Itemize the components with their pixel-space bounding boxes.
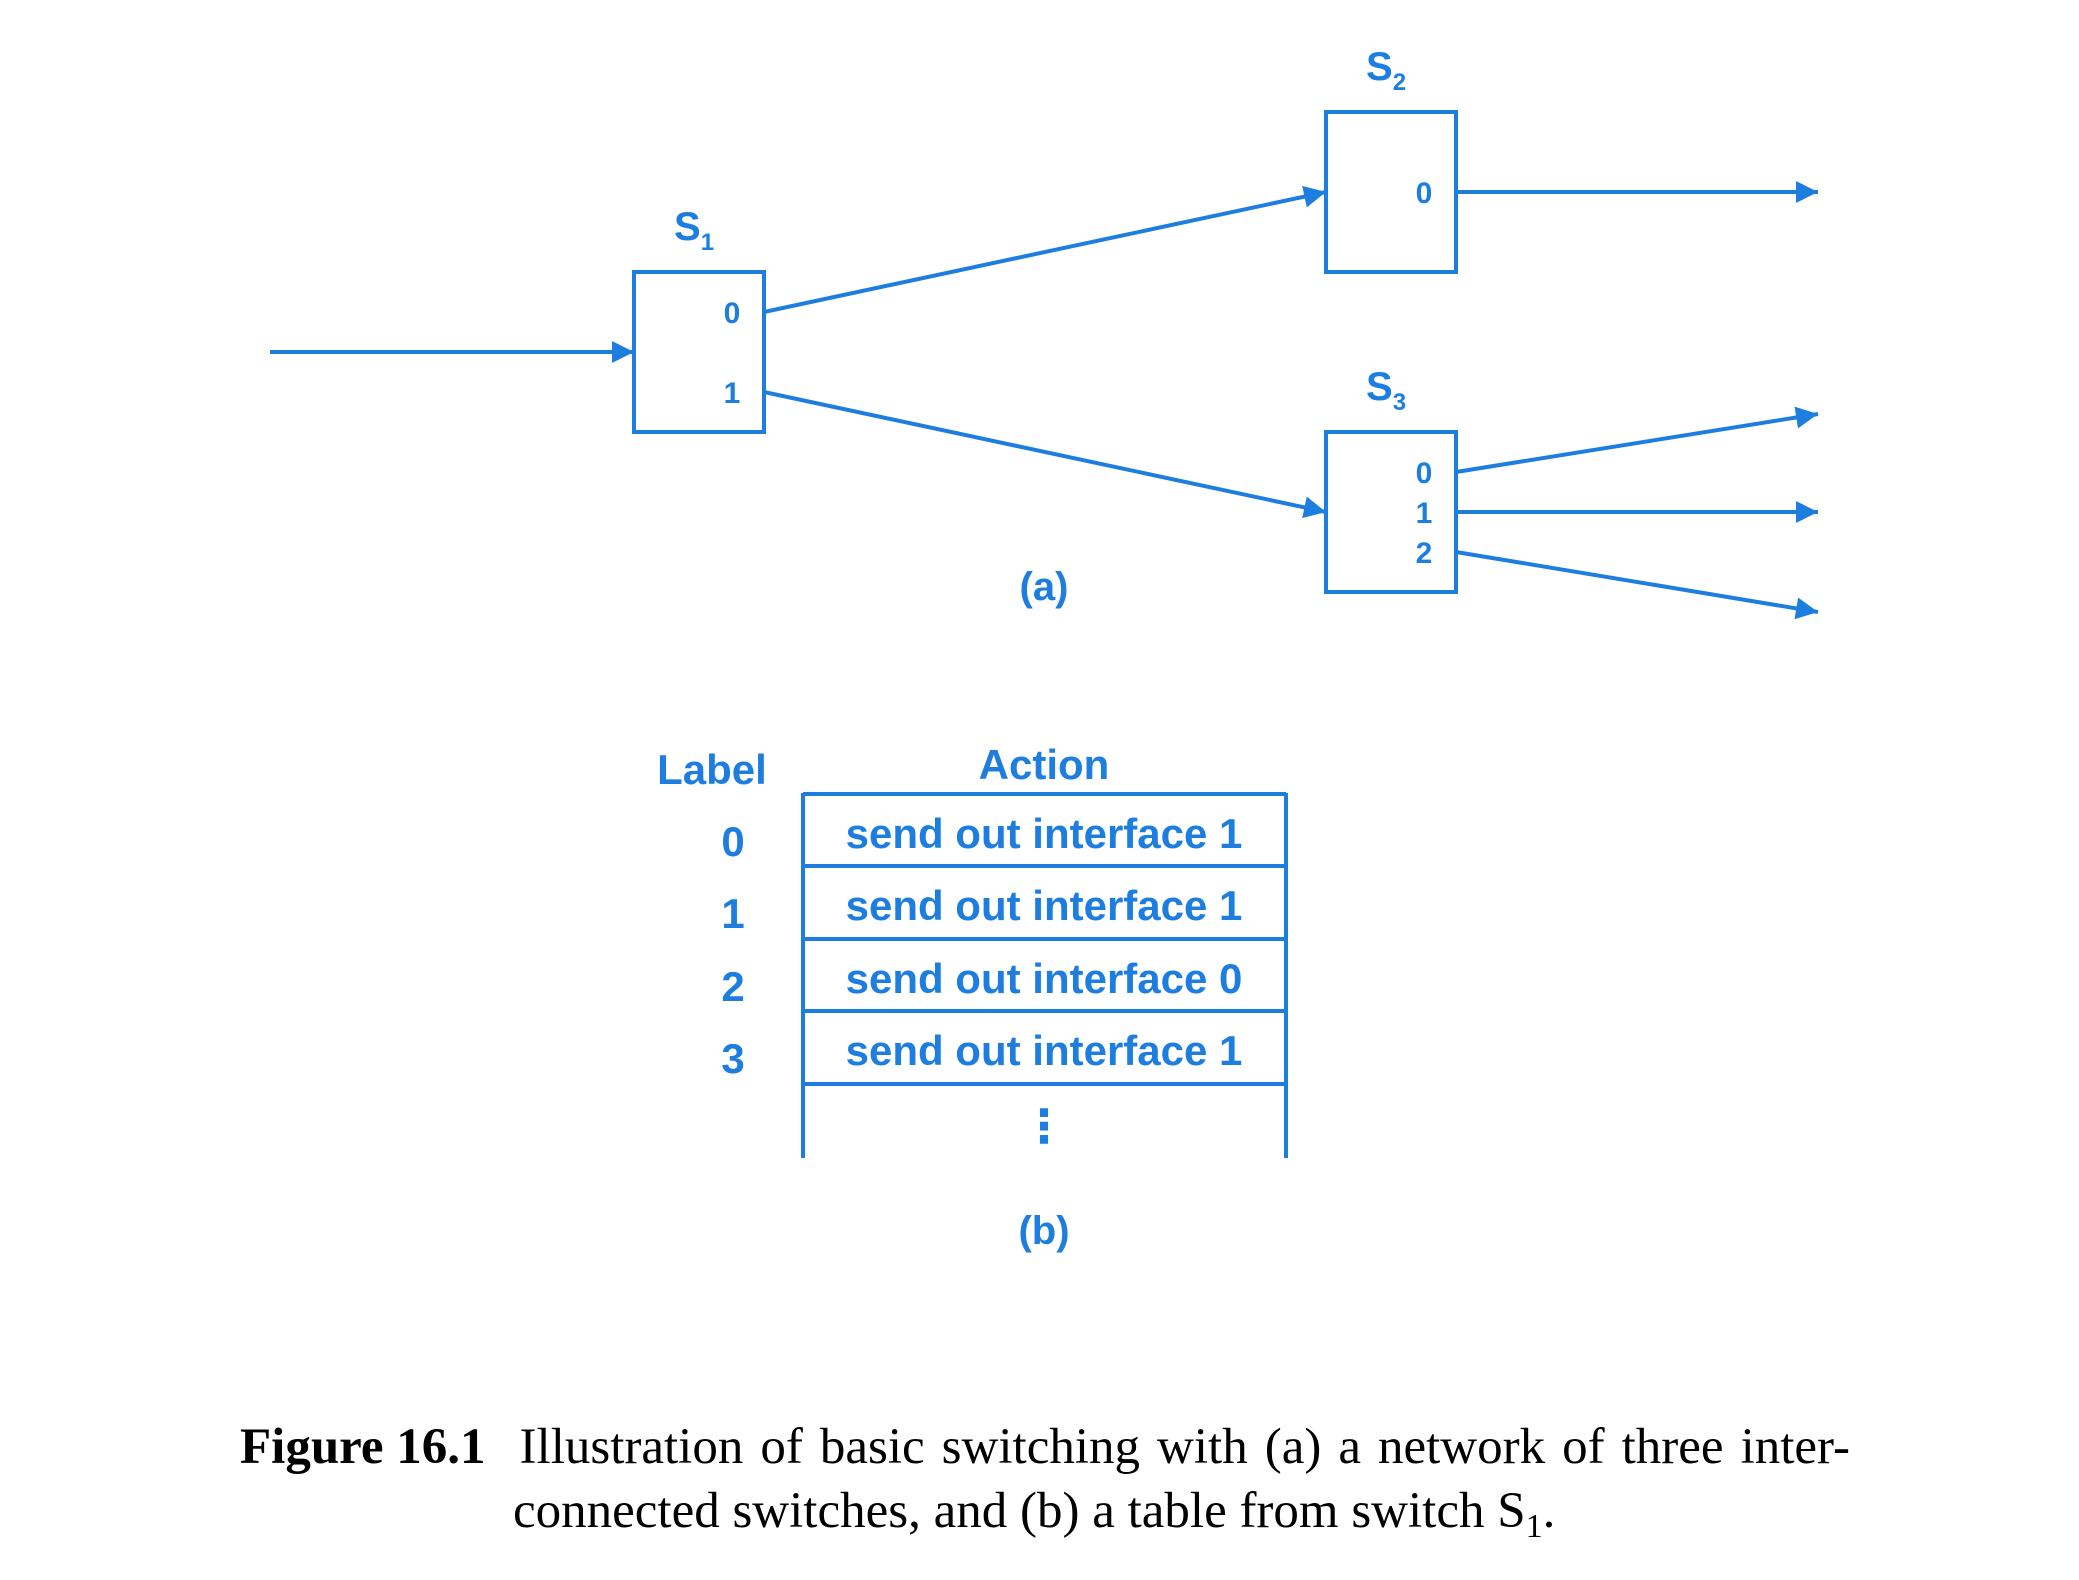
s2-port-0: 0 [1416, 177, 1433, 210]
row-action: send out interface 1 [846, 1027, 1243, 1074]
row-action: send out interface 0 [846, 955, 1243, 1002]
row-action: send out interface 1 [846, 882, 1243, 929]
caption-line-2: connected switches, and (b) a table from… [513, 1483, 1556, 1545]
row-label: 1 [721, 890, 744, 937]
label-column-header: Label [657, 746, 767, 793]
switch-s1-box [632, 270, 766, 434]
s3-out0-arrow [1455, 406, 1819, 474]
s3-port-1: 1 [1416, 497, 1433, 530]
s1-to-s2-arrow [763, 185, 1327, 314]
table-ellipsis: ⋮ [1021, 1100, 1067, 1152]
s3-out2-arrow [1455, 550, 1819, 620]
row-label: 2 [721, 963, 744, 1010]
s3-port-2: 2 [1416, 537, 1433, 570]
row-action: send out interface 1 [846, 810, 1243, 857]
figure-number: Figure 16.1 [240, 1419, 486, 1475]
s3-port-0: 0 [1416, 457, 1433, 490]
action-column-header: Action [979, 741, 1110, 788]
s1-port-0: 0 [724, 297, 741, 330]
switch-s2-box [1324, 110, 1458, 274]
switch-s3-name: S3 [1366, 365, 1406, 416]
switch-s2-name: S2 [1366, 45, 1406, 96]
row-label: 0 [721, 818, 744, 865]
s1-to-s3-arrow [763, 390, 1327, 519]
panel-b-label: (b) [1018, 1209, 1069, 1253]
panel-a-label: (a) [1020, 565, 1069, 609]
s1-port-1: 1 [724, 377, 741, 410]
figure-caption: Figure 16.1 Illustration of basic switch… [240, 1415, 1850, 1559]
switch-s1-name: S1 [674, 205, 714, 256]
switch-s3-box [1324, 430, 1458, 594]
caption-line-1: Illustration of basic switching with (a)… [519, 1419, 1850, 1475]
row-label: 3 [721, 1035, 744, 1082]
